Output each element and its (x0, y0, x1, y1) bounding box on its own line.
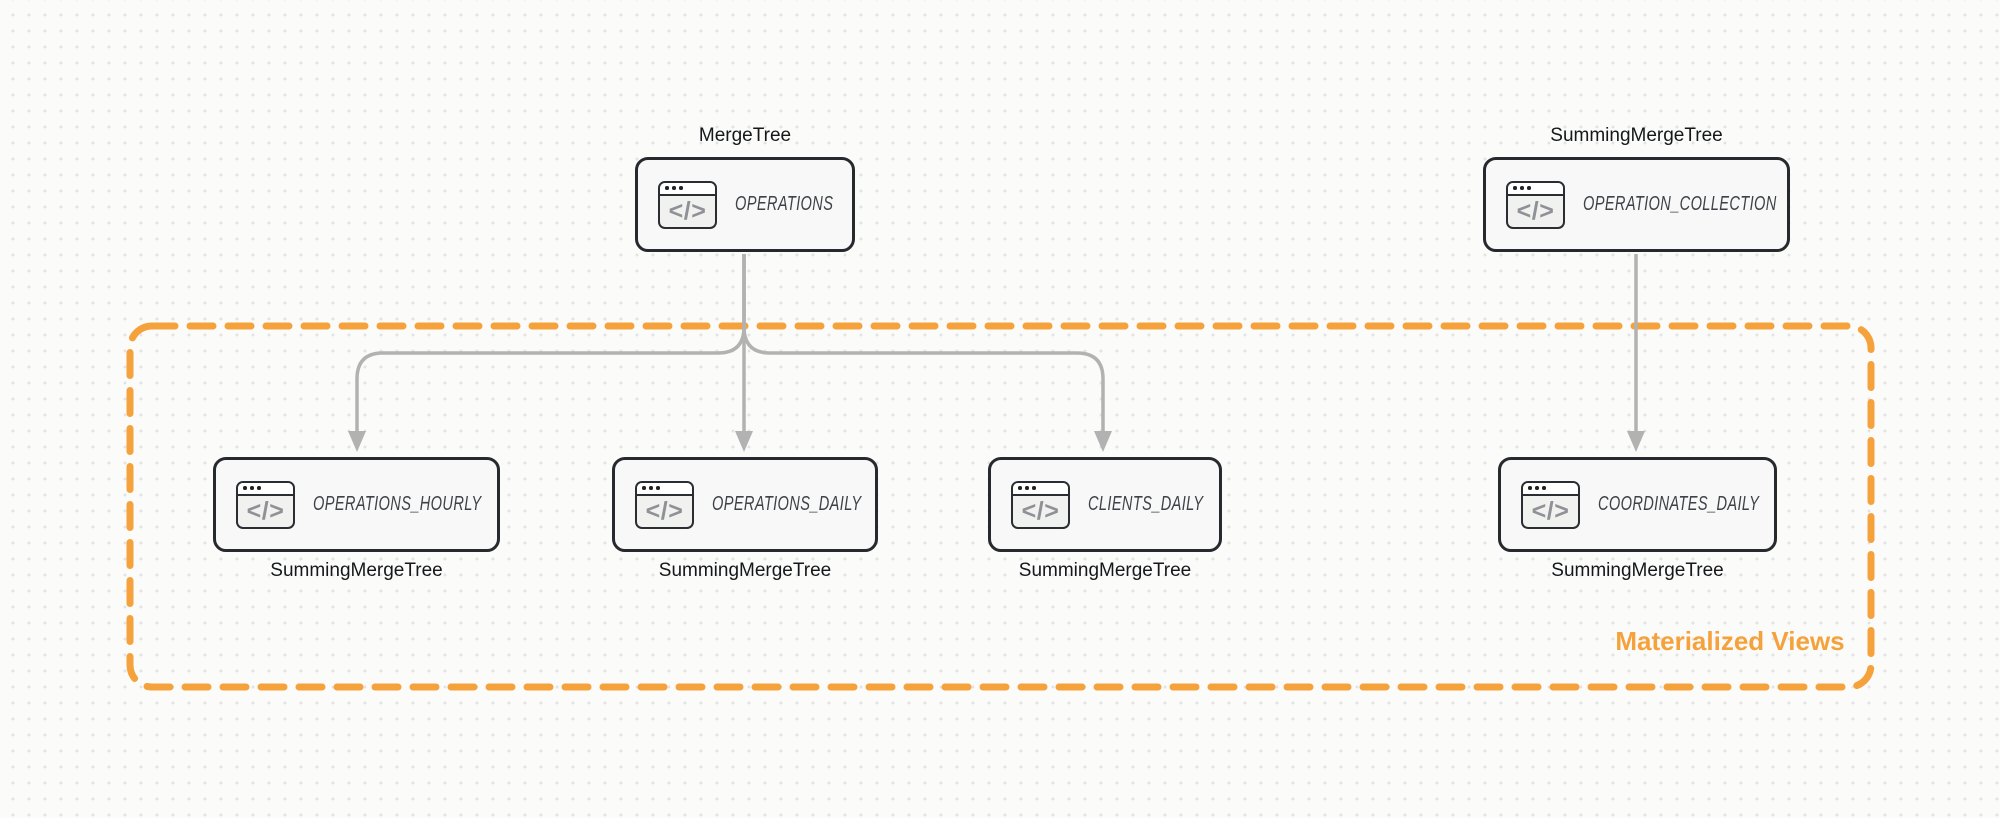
code-window-icon: </> (635, 480, 694, 529)
window-bar (238, 482, 293, 496)
code-glyph: </> (668, 196, 707, 225)
node-operations-daily[interactable]: SummingMergeTree </> OPERATIONS_DAILY (612, 457, 878, 581)
edge-operations-to-clients-daily (742, 254, 1105, 433)
arrowhead-clients-daily (1094, 431, 1112, 452)
window-bar (1523, 482, 1578, 496)
arrowhead-coordinates-daily (1627, 431, 1645, 452)
window-dot (1535, 486, 1539, 490)
code-window-icon: </> (1506, 180, 1565, 229)
materialized-views-group-border (126, 322, 1875, 691)
window-bar (637, 482, 692, 496)
window-dot (649, 486, 653, 490)
window-dot (1520, 186, 1524, 190)
code-glyph: </> (645, 496, 684, 525)
window-dot (1542, 486, 1546, 490)
window-dot (665, 186, 669, 190)
engine-label-summingmergetree: SummingMergeTree (1018, 560, 1192, 581)
engine-label-mergetree: MergeTree (698, 125, 792, 146)
window-dot (243, 486, 247, 490)
node-coordinates-daily[interactable]: SummingMergeTree </> COORDINATES_DAILY (1498, 457, 1777, 581)
materialized-views-group-label: Materialized Views (1615, 626, 1845, 656)
window-dot (656, 486, 660, 490)
engine-label-summingmergetree: SummingMergeTree (270, 560, 443, 581)
node-title: OPERATIONS_HOURLY (313, 493, 482, 515)
window-bar (1508, 182, 1563, 196)
node-operations[interactable]: MergeTree </> OPERATIONS (635, 125, 855, 252)
window-dot (257, 486, 261, 490)
code-window-icon: </> (1011, 480, 1070, 529)
node-clients-daily[interactable]: SummingMergeTree </> CLIENTS_DAILY (988, 457, 1222, 581)
window-dot (642, 486, 646, 490)
window-dot (1025, 486, 1029, 490)
edge-operations-to-operations-hourly (355, 254, 746, 433)
code-glyph: </> (246, 496, 285, 525)
code-window-icon: </> (236, 480, 295, 529)
code-glyph: </> (1021, 496, 1060, 525)
node-title: OPERATIONS_DAILY (712, 493, 862, 515)
engine-label-summingmergetree: SummingMergeTree (1551, 560, 1724, 581)
window-dot (250, 486, 254, 490)
window-dot (1018, 486, 1022, 490)
window-bar (1013, 482, 1068, 496)
window-dot (1528, 486, 1532, 490)
arrowhead-operations-hourly (348, 431, 366, 452)
window-dot (679, 186, 683, 190)
engine-label-summingmergetree: SummingMergeTree (1550, 125, 1723, 146)
code-window-icon: </> (658, 180, 717, 229)
node-title: CLIENTS_DAILY (1088, 493, 1204, 515)
node-title: OPERATION_COLLECTION (1583, 193, 1777, 215)
window-bar (660, 182, 715, 196)
node-title: COORDINATES_DAILY (1598, 493, 1760, 515)
window-dot (1032, 486, 1036, 490)
node-operations-hourly[interactable]: SummingMergeTree </> OPERATIONS_HOURLY (213, 457, 500, 581)
window-dot (1513, 186, 1517, 190)
window-dot (1527, 186, 1531, 190)
engine-label-summingmergetree: SummingMergeTree (658, 560, 832, 581)
node-operation-collection[interactable]: SummingMergeTree </> OPERATION_COLLECTIO… (1483, 125, 1790, 252)
arrowhead-operations-daily (735, 431, 753, 452)
code-glyph: </> (1531, 496, 1570, 525)
node-title: OPERATIONS (735, 193, 834, 215)
window-dot (672, 186, 676, 190)
code-window-icon: </> (1521, 480, 1580, 529)
code-glyph: </> (1516, 196, 1555, 225)
